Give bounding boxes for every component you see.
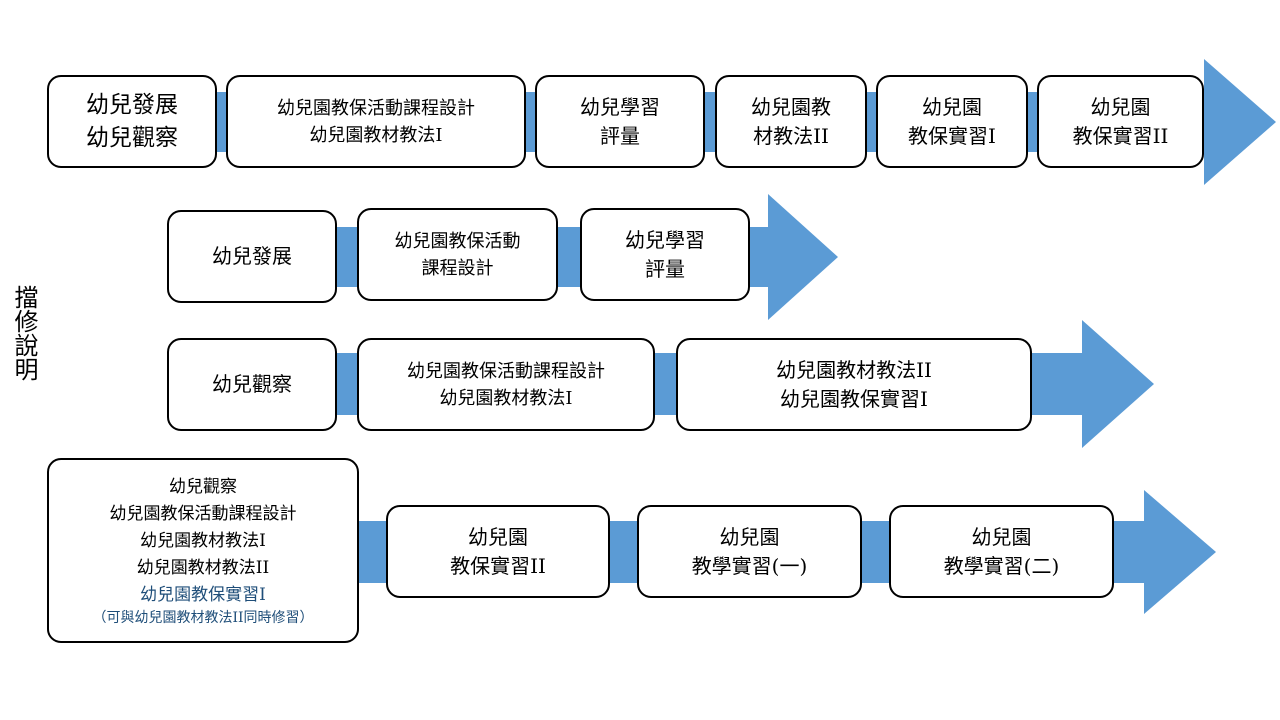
box-line: 教保實習I [908, 123, 996, 148]
row4-box-4: 幼兒園 教學實習(二) [889, 505, 1114, 598]
box-line: 幼兒園 [1090, 94, 1151, 119]
row3-box-2: 幼兒園教保活動課程設計 幼兒園教材教法I [357, 338, 655, 431]
row3-box-3: 幼兒園教材教法II 幼兒園教保實習I [676, 338, 1032, 431]
box-line: 幼兒學習 [625, 227, 705, 252]
row2-box-1: 幼兒發展 [167, 210, 337, 303]
box-line: 幼兒園教保活動課程設計 [109, 503, 297, 524]
box-line: 幼兒發展 [86, 91, 178, 118]
row1-box-3: 幼兒學習 評量 [535, 75, 705, 168]
row2-box-3: 幼兒學習 評量 [580, 208, 750, 301]
box-line: 幼兒園教保活動課程設計 [277, 97, 475, 119]
box-line: 幼兒學習 [580, 94, 660, 119]
box-line: 教保實習II [1072, 123, 1169, 148]
row4-box-2: 幼兒園 教保實習II [386, 505, 610, 598]
box-line: 幼兒園教 [751, 94, 831, 119]
box-line: 幼兒園教材教法I [439, 387, 573, 409]
box-line: 幼兒園 [971, 524, 1032, 549]
box-line: 教學實習(一) [691, 553, 808, 578]
row4-box-3: 幼兒園 教學實習(一) [637, 505, 862, 598]
row1-box-1: 幼兒發展 幼兒觀察 [47, 75, 217, 168]
row1-box-6: 幼兒園 教保實習II [1037, 75, 1204, 168]
box-line: 幼兒觀察 [169, 476, 237, 497]
box-line: 幼兒園教保實習I [140, 584, 266, 605]
box-line: 幼兒園 [719, 524, 780, 549]
box-line: 幼兒園 [922, 94, 982, 119]
row3-arrow-shape [180, 320, 1154, 448]
box-line: 評量 [600, 123, 640, 148]
box-line: 課程設計 [421, 257, 494, 279]
box-line: 材教法II [753, 123, 829, 148]
box-line: 幼兒園教保活動 [394, 230, 521, 252]
row4-box-1: 幼兒觀察 幼兒園教保活動課程設計 幼兒園教材教法I 幼兒園教材教法II 幼兒園教… [47, 458, 359, 643]
box-line: 幼兒園教材教法II [776, 357, 932, 382]
box-line: 幼兒觀察 [212, 372, 292, 396]
box-line: 幼兒園教材教法II [136, 557, 270, 578]
box-line: 幼兒園教材教法I [140, 530, 266, 551]
box-line: 教保實習II [450, 553, 546, 578]
row1-box-4: 幼兒園教 材教法II [715, 75, 867, 168]
row1-box-2: 幼兒園教保活動課程設計 幼兒園教材教法I [226, 75, 526, 168]
side-label: 擋修說明 [10, 285, 38, 381]
box-line: 幼兒觀察 [86, 124, 178, 151]
row3-box-1: 幼兒觀察 [167, 338, 337, 431]
row2-box-2: 幼兒園教保活動 課程設計 [357, 208, 558, 301]
box-line: 幼兒園教材教法I [309, 124, 443, 146]
box-line: 幼兒園教保活動課程設計 [407, 360, 605, 382]
box-line: 教學實習(二) [943, 553, 1060, 578]
box-line: 幼兒園 [468, 524, 528, 549]
box-line: 評量 [645, 256, 685, 281]
row1-box-5: 幼兒園 教保實習I [876, 75, 1028, 168]
box-note: （可與幼兒園教材教法II同時修習） [92, 609, 314, 626]
box-line: 幼兒園教保實習I [780, 386, 928, 411]
box-line: 幼兒發展 [212, 244, 292, 268]
